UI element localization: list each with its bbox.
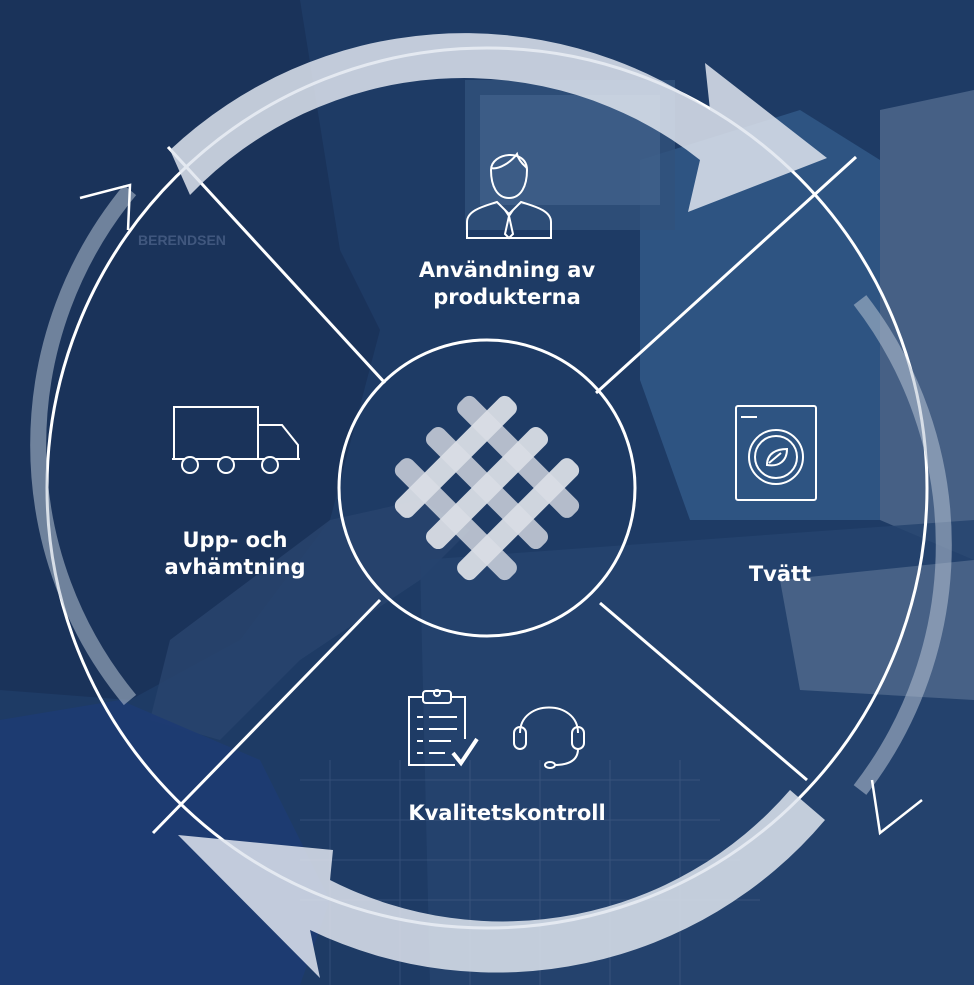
arrowhead-left [79,183,132,231]
arrow-bottom-left [178,790,825,978]
person-with-tie-icon [466,151,552,240]
arc-right [853,295,952,795]
washing-machine-icon [735,405,817,501]
arrow-top-right [170,33,827,213]
stage-usage-line1: Användning av [418,258,596,282]
truck-icon [172,406,300,474]
stage-label-wash: Tvätt [720,561,840,588]
stage-quality-line1: Kvalitetskontroll [408,801,606,825]
photo-brand-text: BERENDSEN [138,232,226,248]
stage-wash-line1: Tvätt [748,562,812,586]
stage-usage-line2: produkterna [433,285,581,309]
inner-circle [337,338,637,638]
woven-fabric-logo-icon [394,395,580,581]
arrowhead-right [870,779,923,836]
stage-label-pickup: Upp- och avhämtning [120,527,350,581]
stage-label-usage: Användning av produkterna [387,257,627,311]
stage-pickup-line2: avhämtning [164,555,306,579]
arc-left [30,184,137,706]
stage-pickup-line1: Upp- och [182,528,288,552]
clipboard-check-icon [408,689,479,767]
quadrant-dividers [151,145,858,835]
stage-label-quality: Kvalitetskontroll [367,800,647,827]
headset-icon [513,706,585,769]
